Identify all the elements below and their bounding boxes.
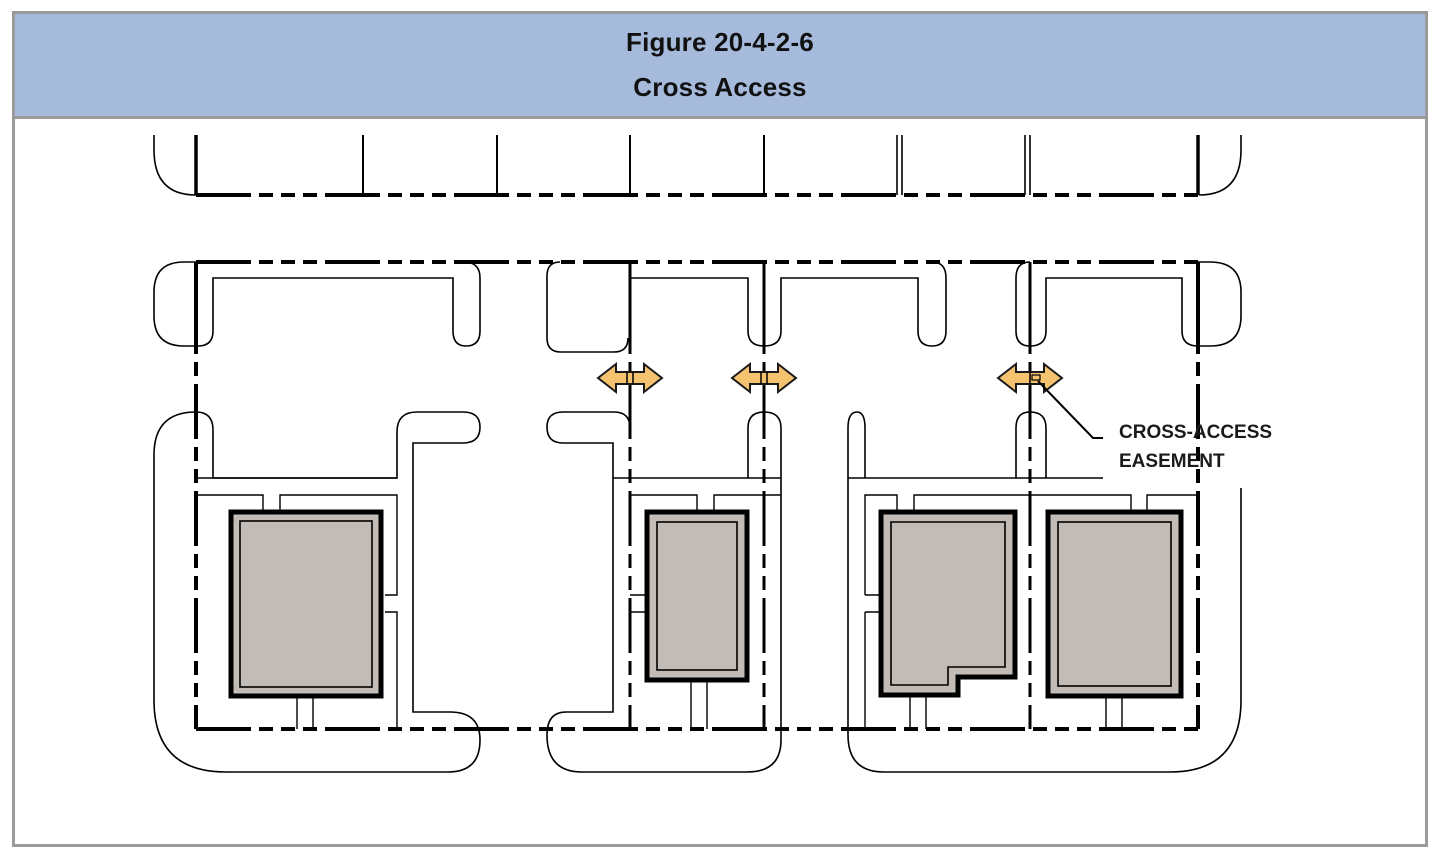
walkway — [196, 494, 264, 510]
aisle-outline — [630, 261, 947, 347]
curb-line — [153, 135, 197, 196]
walkway — [1146, 494, 1198, 510]
aisle-outline — [153, 261, 481, 347]
building-1 — [228, 509, 384, 699]
walkway — [630, 594, 645, 613]
figure-header: Figure 20-4-2-6 Cross Access — [15, 14, 1425, 119]
building-4 — [1045, 509, 1184, 699]
walkway — [864, 494, 898, 595]
cross-access-arrow-icon — [730, 361, 798, 395]
walkway — [385, 611, 398, 729]
parking-aisles — [153, 261, 1242, 773]
walkway — [630, 494, 698, 510]
building-3 — [878, 509, 1018, 698]
aisle-outline — [1015, 261, 1242, 347]
walkway — [690, 681, 708, 729]
walkway — [913, 494, 1132, 510]
walkway — [279, 494, 398, 596]
figure-number: Figure 20-4-2-6 — [626, 27, 814, 57]
walkway — [909, 697, 927, 729]
callout-label-line1: CROSS-ACCESS — [1119, 422, 1272, 443]
curb-line — [1198, 135, 1242, 196]
walkway — [864, 594, 880, 729]
aisle-outline — [546, 261, 629, 353]
buildings — [228, 509, 1184, 699]
walkway — [1105, 697, 1123, 729]
cross-access-arrow-icon — [596, 361, 664, 395]
callout: CROSS-ACCESS EASEMENT — [1037, 380, 1272, 472]
figure-frame: Figure 20-4-2-6 Cross Access — [12, 11, 1428, 847]
building-2 — [644, 509, 750, 683]
walkway — [713, 494, 781, 510]
cross-access-arrow-icon — [996, 361, 1064, 395]
aisle-outline — [847, 411, 1242, 773]
walkway — [296, 697, 314, 729]
aisle-outline — [153, 411, 481, 773]
leader-line — [1037, 380, 1103, 439]
block-boundary — [194, 260, 1200, 731]
callout-label-line2: EASEMENT — [1119, 451, 1225, 472]
figure-title: Cross Access — [633, 72, 807, 102]
aisle-outline — [546, 411, 782, 773]
top-parcel-row — [153, 135, 1242, 197]
cross-access-arrows — [596, 361, 1064, 395]
aisle-outline — [1015, 411, 1047, 478]
